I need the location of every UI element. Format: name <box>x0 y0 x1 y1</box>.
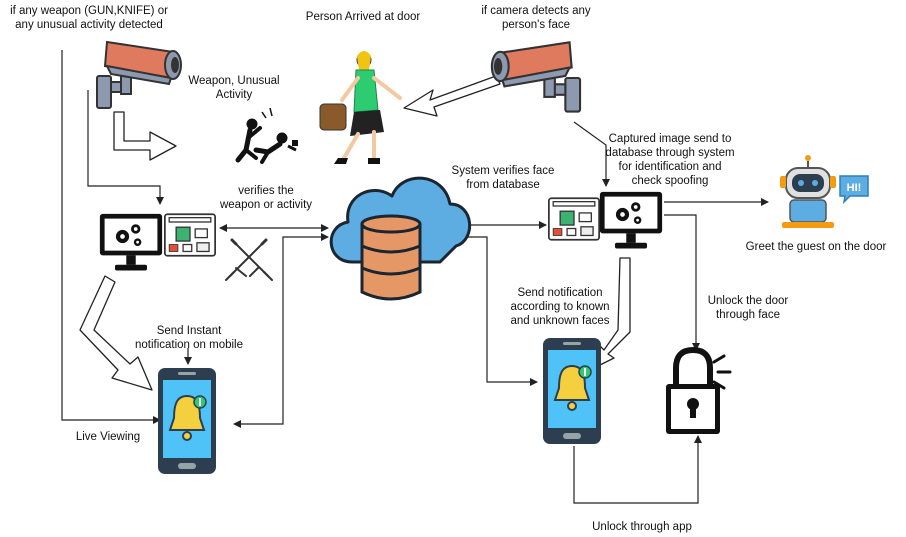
weapon-detect-label: if any weapon (GUN,KNIFE) or any unusual… <box>10 5 168 31</box>
cloud-database-icon <box>329 176 472 301</box>
person-arrived-label: Person Arrived at door <box>305 11 421 23</box>
unlock-face-label: Unlock the door through face <box>707 295 789 321</box>
captured-image-label: Captured image send to database through … <box>605 133 735 187</box>
send-notification-label: Send notification according to known and… <box>510 287 610 327</box>
live-viewing-label: Live Viewing <box>75 431 141 443</box>
right-computer-monitor-icon <box>599 191 663 249</box>
padlock-icon <box>666 346 732 434</box>
robot-bubble-text: HI! <box>847 182 862 194</box>
right-raspberry-board-icon <box>548 197 600 241</box>
system-verifies-label: System verifies face from database <box>451 165 555 191</box>
verifies-weapon-label: verifies the weapon or activity <box>219 185 313 211</box>
left-computer-monitor-icon <box>99 213 163 271</box>
weapon-unusual-label: Weapon, Unusual Activity <box>188 75 280 101</box>
robot-chat-icon: HI! <box>780 155 869 228</box>
person-walking-icon <box>319 51 402 164</box>
left-mobile-bell-icon <box>157 367 217 475</box>
greet-guest-label: Greet the guest on the door <box>745 241 887 253</box>
left-raspberry-board-icon <box>164 213 216 257</box>
unlock-app-label: Unlock through app <box>592 521 692 533</box>
weapon-activity-icon <box>235 107 298 164</box>
right-mobile-bell-icon <box>542 337 602 445</box>
right-cctv-camera-icon <box>490 41 582 113</box>
left-cctv-camera-icon <box>95 40 183 110</box>
camera-detects-label: if camera detects any person's face <box>481 5 591 31</box>
crossed-swords-icon <box>225 238 273 281</box>
send-instant-label: Send Instant notification on mobile <box>134 325 244 351</box>
